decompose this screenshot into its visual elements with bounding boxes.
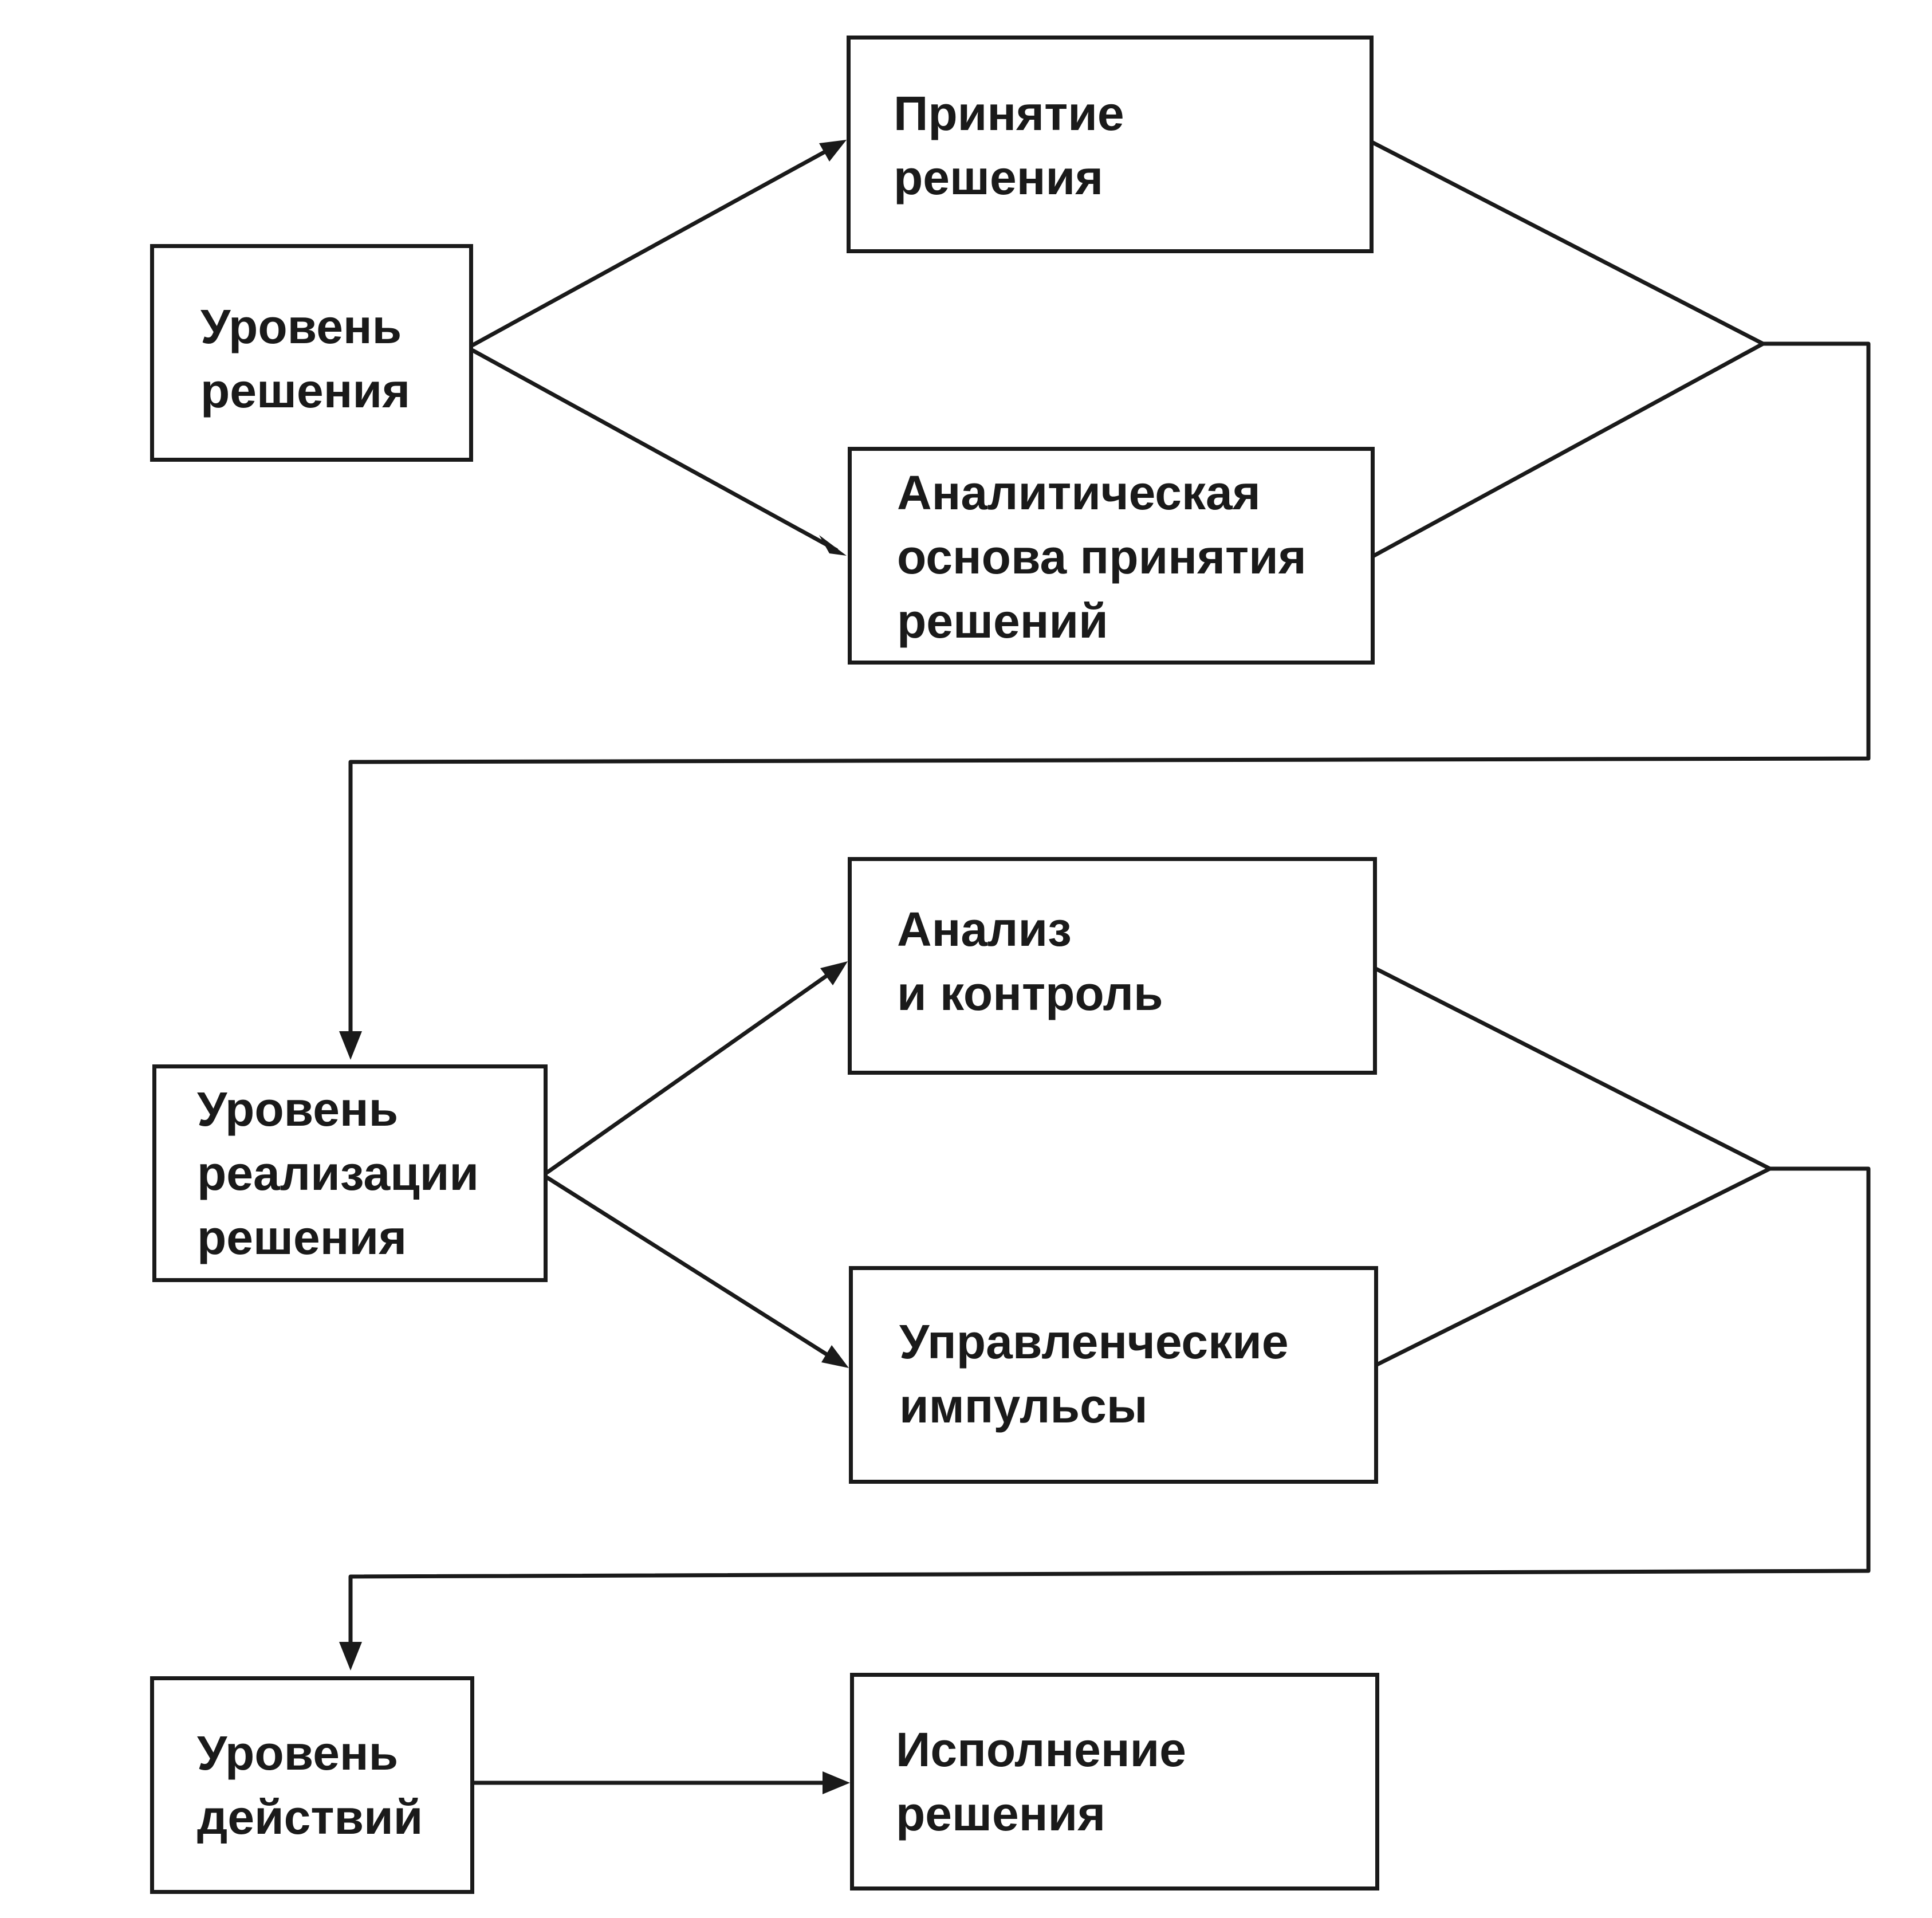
node-level-decision-label: Уровень решения xyxy=(200,294,410,423)
arrow-level-decision-to-analytical-basis xyxy=(471,348,839,552)
node-level-decision-line-2: решения xyxy=(200,364,411,418)
node-analysis-control-line-1: Анализ xyxy=(897,902,1072,956)
node-management-impulses-line-2: импульсы xyxy=(899,1379,1148,1433)
node-level-implementation-line-2: реализации xyxy=(197,1146,479,1200)
arrowhead-execution xyxy=(823,1771,850,1794)
node-execution-line-2: решения xyxy=(896,1787,1106,1841)
arrow-level-decision-to-making-decision xyxy=(471,143,839,347)
node-level-actions-line-2: действий xyxy=(197,1790,423,1844)
arrowhead-analytical-basis xyxy=(819,535,847,556)
line-impulses-to-joint xyxy=(1372,1166,1772,1368)
node-level-implementation-line-1: Уровень xyxy=(197,1082,399,1136)
node-execution xyxy=(850,1673,1379,1891)
node-analytical-basis xyxy=(848,447,1375,665)
node-level-decision xyxy=(150,244,473,462)
node-making-decision-line-2: решения xyxy=(894,151,1104,205)
arrowhead-level-implementation xyxy=(339,1031,362,1060)
node-making-decision-line-1: Принятие xyxy=(894,87,1124,140)
arrowhead-making-decision xyxy=(819,140,847,162)
node-management-impulses-label: Управленческие импульсы xyxy=(899,1310,1289,1438)
node-execution-line-1: Исполнение xyxy=(896,1723,1186,1776)
node-making-decision xyxy=(847,36,1374,253)
node-level-decision-line-1: Уровень xyxy=(200,300,402,353)
node-making-decision-label: Принятие решения xyxy=(894,81,1124,210)
node-analytical-basis-line-1: Аналитическая xyxy=(897,466,1261,520)
node-level-actions xyxy=(150,1676,474,1894)
line-making-decision-to-joint xyxy=(1370,140,1765,346)
connector-to-level-actions xyxy=(348,1166,1871,1658)
node-analysis-control-label: Анализ и контроль xyxy=(897,897,1163,1025)
arrow-level-implementation-to-analysis xyxy=(545,966,840,1174)
arrowhead-impulses xyxy=(821,1345,849,1368)
node-level-implementation-label: Уровень реализации решения xyxy=(197,1077,479,1270)
arrowhead-analysis xyxy=(820,961,848,985)
node-analytical-basis-line-3: решений xyxy=(897,594,1108,648)
node-analytical-basis-label: Аналитическая основа принятия решений xyxy=(897,461,1307,653)
line-analytical-basis-to-joint xyxy=(1370,341,1765,559)
node-execution-label: Исполнение решения xyxy=(896,1717,1186,1846)
node-analytical-basis-line-2: основа принятия xyxy=(897,530,1307,584)
node-level-implementation-line-3: решения xyxy=(197,1210,407,1264)
node-level-implementation xyxy=(152,1064,548,1282)
arrow-level-implementation-to-impulses xyxy=(545,1176,840,1363)
node-analysis-control xyxy=(848,857,1377,1075)
arrowhead-level-actions xyxy=(339,1642,362,1671)
node-management-impulses xyxy=(849,1266,1378,1484)
node-level-actions-line-1: Уровень xyxy=(197,1726,399,1780)
node-management-impulses-line-1: Управленческие xyxy=(899,1315,1289,1369)
node-level-actions-label: Уровень действий xyxy=(197,1721,423,1849)
node-analysis-control-line-2: и контроль xyxy=(897,966,1163,1020)
line-analysis-to-joint xyxy=(1372,966,1772,1171)
connector-to-level-implementation xyxy=(348,341,1871,1048)
